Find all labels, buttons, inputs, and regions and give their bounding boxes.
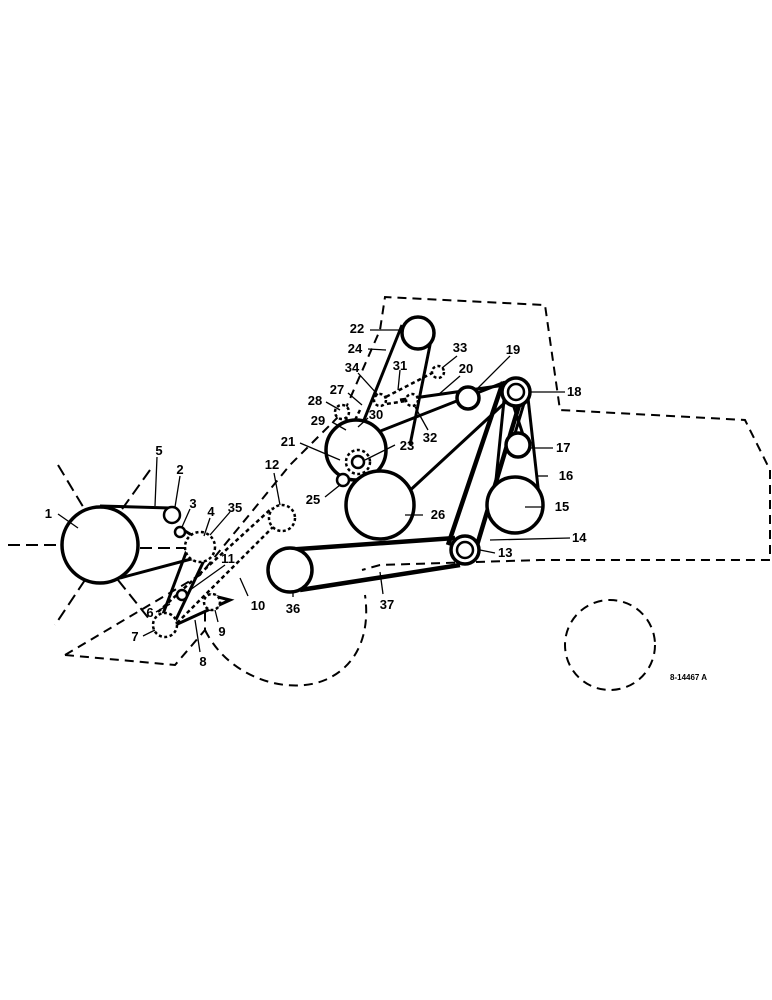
callout-31: 31 bbox=[393, 358, 407, 373]
callout-32: 32 bbox=[423, 430, 437, 445]
sprocket-35 bbox=[183, 530, 217, 564]
sprocket-8 bbox=[151, 611, 179, 639]
sprocket-12 bbox=[267, 503, 297, 533]
belt-13-18-a bbox=[445, 381, 506, 546]
callout-3: 3 bbox=[189, 496, 196, 511]
callout-14: 14 bbox=[572, 530, 587, 545]
pulley-26 bbox=[344, 469, 416, 541]
machine-outline bbox=[64, 295, 771, 691]
pulley-23-hub bbox=[350, 454, 366, 470]
idler-25 bbox=[335, 472, 351, 488]
callout-10: 10 bbox=[251, 598, 265, 613]
callout-35: 35 bbox=[228, 500, 242, 515]
belt-14-top bbox=[284, 535, 456, 553]
callout-2: 2 bbox=[176, 462, 183, 477]
belt-14-bottom bbox=[299, 562, 461, 593]
chain-10-a bbox=[171, 519, 281, 629]
leader-lines bbox=[57, 329, 571, 653]
callout-28: 28 bbox=[308, 393, 322, 408]
pulley-17 bbox=[504, 431, 532, 459]
idler-3 bbox=[173, 525, 187, 539]
callout-34: 34 bbox=[345, 360, 360, 375]
callout-5: 5 bbox=[155, 443, 162, 458]
callout-22: 22 bbox=[350, 321, 364, 336]
callout-16: 16 bbox=[559, 468, 573, 483]
pulley-1 bbox=[60, 505, 140, 585]
callout-9: 9 bbox=[218, 624, 225, 639]
pulley-22 bbox=[400, 315, 436, 351]
callout-37: 37 bbox=[380, 597, 394, 612]
rear-wheel-outline bbox=[564, 599, 656, 691]
belt-13-18-b bbox=[472, 391, 526, 553]
callout-24: 24 bbox=[348, 341, 363, 356]
callout-21: 21 bbox=[281, 434, 295, 449]
callout-7: 7 bbox=[131, 629, 138, 644]
belt-1-2 bbox=[99, 504, 171, 510]
callout-27: 27 bbox=[330, 382, 344, 397]
pulley-18-hub bbox=[506, 382, 526, 402]
callout-1: 1 bbox=[45, 506, 52, 521]
callout-6: 6 bbox=[146, 605, 153, 620]
reel-spokes bbox=[8, 464, 198, 626]
belt-4-7-a bbox=[158, 541, 192, 623]
pulley-2 bbox=[162, 505, 182, 525]
callout-13: 13 bbox=[498, 545, 512, 560]
belts bbox=[99, 324, 542, 634]
sprocket-28 bbox=[333, 403, 351, 421]
callout-12: 12 bbox=[265, 457, 279, 472]
callout-30: 30 bbox=[369, 407, 383, 422]
callout-labels: 1 2 3 4 5 6 7 8 9 10 11 12 13 14 15 16 1… bbox=[45, 321, 587, 669]
callout-20: 20 bbox=[459, 361, 473, 376]
callout-18: 18 bbox=[567, 384, 581, 399]
callout-33: 33 bbox=[453, 340, 467, 355]
callout-19: 19 bbox=[506, 342, 520, 357]
pulley-15 bbox=[485, 475, 545, 535]
sprocket-33 bbox=[430, 364, 446, 380]
callout-36: 36 bbox=[286, 601, 300, 616]
callout-11: 11 bbox=[221, 551, 235, 566]
belt-22-b bbox=[408, 334, 434, 446]
idler-11 bbox=[175, 588, 189, 602]
callout-8: 8 bbox=[199, 654, 206, 669]
callout-15: 15 bbox=[555, 499, 569, 514]
figure-reference-code: 8-14467 A bbox=[670, 673, 707, 682]
callout-17: 17 bbox=[556, 440, 570, 455]
callout-29: 29 bbox=[311, 413, 325, 428]
callout-4: 4 bbox=[207, 504, 215, 519]
sprocket-9 bbox=[202, 592, 222, 612]
callout-25: 25 bbox=[306, 492, 320, 507]
pulley-19 bbox=[455, 385, 481, 411]
pulleys bbox=[60, 315, 545, 639]
pulley-13-hub bbox=[455, 540, 475, 560]
pulley-36 bbox=[266, 546, 314, 594]
chain-32 bbox=[379, 398, 413, 407]
belt-18-26 bbox=[403, 396, 512, 497]
callout-26: 26 bbox=[431, 507, 445, 522]
callout-23: 23 bbox=[400, 438, 414, 453]
sprocket-32 bbox=[404, 392, 420, 408]
chain-10-b bbox=[157, 507, 273, 613]
chain-31 bbox=[379, 368, 439, 402]
sprocket-34 bbox=[372, 392, 388, 408]
